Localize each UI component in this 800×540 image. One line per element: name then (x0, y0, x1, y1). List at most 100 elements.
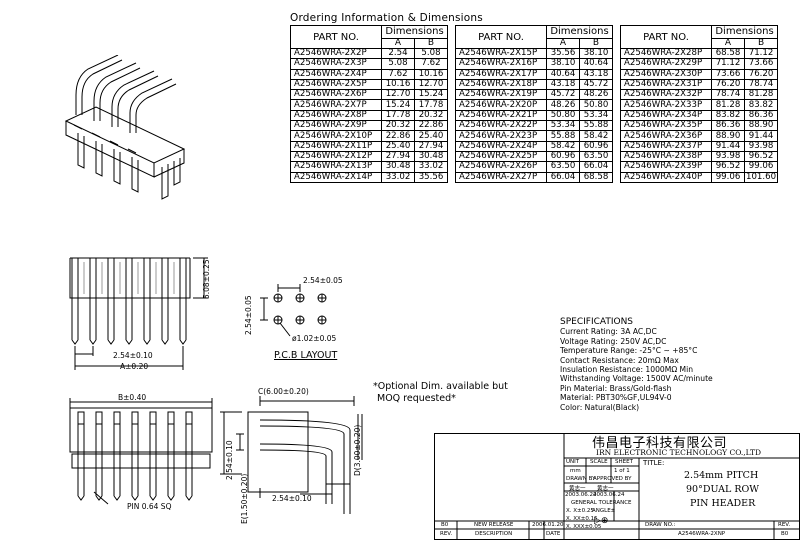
dim-a-cell: 58.42 (546, 140, 580, 152)
part-number-cell: A2546WRA-2X21P (455, 109, 547, 122)
dim-a-cell: 68.58 (711, 47, 745, 60)
dim-b-cell: 12.70 (414, 78, 448, 91)
part-number-cell: A2546WRA-2X3P (290, 58, 382, 70)
drawing-title-line-2: 90°DUAL ROW (686, 484, 760, 495)
dim-a-cell: 63.50 (546, 161, 580, 173)
tolerance-1: X. X±0.25 (566, 508, 594, 514)
dim-b-cell: 55.88 (579, 120, 613, 132)
b-header: B (414, 37, 448, 50)
height-5-08-label: 5.08±0.25 (202, 259, 211, 299)
dim-a-cell: 5.08 (381, 58, 415, 70)
dim-a-cell: 76.20 (711, 78, 745, 91)
note-line-2: MOQ requested* (377, 393, 456, 404)
dim-b-cell: 5.08 (414, 47, 448, 60)
dim-a-cell: 66.04 (546, 171, 580, 183)
part-number-cell: A2546WRA-2X18P (455, 78, 547, 91)
pcb-pitch-y-label: 2.54±0.05 (244, 295, 253, 335)
pitch-front-label: 2.54±0.10 (113, 351, 153, 360)
dim-b-cell: 73.66 (743, 58, 779, 70)
dim-b-cell: 33.02 (414, 161, 448, 173)
part-no-header: PART NO. (290, 25, 382, 49)
optional-dim-note: *Optional Dim. available but MOQ request… (373, 381, 508, 405)
approved-by-label: APPROVED BY (593, 476, 632, 482)
b-tolerance-label: B±0.40 (118, 393, 147, 402)
part-number-cell: A2546WRA-2X24P (455, 140, 547, 152)
dim-a-cell: 96.52 (711, 161, 745, 173)
dim-b-cell: 66.04 (579, 161, 613, 173)
dim-a-cell: 10.16 (381, 78, 415, 91)
company-name-en: IRN ELECTRONIC TECHNOLOGY CO.,LTD (596, 448, 762, 457)
pitch-side-h-label: 2.54±0.10 (272, 494, 312, 503)
dim-b-cell: 71.12 (743, 47, 779, 60)
dim-b-cell: 7.62 (414, 58, 448, 70)
dim-b-cell: 38.10 (579, 47, 613, 60)
dim-b-cell: 101.60 (743, 171, 779, 183)
a-header: A (546, 37, 580, 50)
part-number-cell: A2546WRA-2X2P (290, 47, 382, 60)
e-dimension-label: E(1.50±0.20) (240, 473, 249, 524)
company-name-cn: 伟昌电子科技有限公司 (592, 436, 728, 451)
dim-b-cell: 22.86 (414, 120, 448, 132)
drawn-by-name: 黄志一 (569, 486, 586, 492)
top-view-drawing (69, 398, 213, 505)
pitch-side-v-label: 2.54±0.10 (225, 440, 234, 480)
dim-b-cell: 76.20 (743, 68, 779, 80)
dim-a-cell: 35.56 (546, 47, 580, 60)
part-number-cell: A2546WRA-2X5P (290, 78, 382, 91)
dim-a-cell: 20.32 (381, 120, 415, 132)
description-header: DESCRIPTION (475, 531, 513, 537)
dim-b-cell: 96.52 (743, 150, 779, 163)
approved-by-name: 黄志一 (597, 486, 614, 492)
dim-b-cell: 10.16 (414, 68, 448, 80)
part-number-cell: A2546WRA-2X30P (620, 68, 712, 80)
dim-a-cell: 93.98 (711, 150, 745, 163)
dim-a-cell: 12.70 (381, 89, 415, 101)
dim-a-cell: 2.54 (381, 47, 415, 60)
part-number-cell: A2546WRA-2X40P (620, 171, 712, 183)
drawn-by-label: DRAWN BY (566, 476, 596, 482)
title-label: TITLE: (643, 459, 665, 467)
part-number-cell: A2546WRA-2X25P (455, 150, 547, 163)
dimensions-header: Dimensions (381, 25, 448, 39)
dim-b-cell: 91.44 (743, 130, 779, 142)
spec-line: Contact Resistance: 20mΩ Max (560, 355, 679, 365)
spec-line: Pin Material: Brass/Gold-flash (560, 383, 672, 393)
dim-b-cell: 45.72 (579, 78, 613, 91)
dim-b-cell: 93.98 (743, 140, 779, 152)
part-number-cell: A2546WRA-2X19P (455, 89, 547, 101)
b-header: B (579, 37, 613, 50)
a-header: A (711, 37, 745, 50)
dim-a-cell: 71.12 (711, 58, 745, 70)
dim-b-cell: 63.50 (579, 150, 613, 163)
date-header: DATE (546, 531, 561, 537)
angle-label: ANGLE± (592, 508, 616, 514)
part-number-cell: A2546WRA-2X4P (290, 68, 382, 80)
dim-b-cell: 15.24 (414, 89, 448, 101)
page-title: Ordering Information & Dimensions (290, 12, 483, 24)
dim-b-cell: 30.48 (414, 150, 448, 163)
part-number-cell: A2546WRA-2X10P (290, 130, 382, 142)
dim-b-cell: 81.28 (743, 89, 779, 101)
dimensions-header: Dimensions (710, 25, 779, 39)
dim-a-cell: 81.28 (711, 99, 745, 111)
drawing-title-line-1: 2.54mm PITCH (684, 470, 759, 481)
hole-diameter-label: ø1.02±0.05 (292, 334, 337, 343)
tolerance-2: X. XX±0.15 (566, 516, 598, 522)
